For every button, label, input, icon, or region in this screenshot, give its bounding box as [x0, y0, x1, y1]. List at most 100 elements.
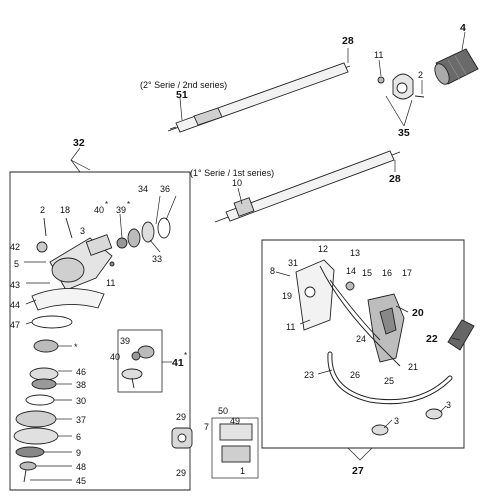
part-label: 29: [176, 412, 186, 422]
part-label: 38: [76, 380, 86, 390]
part-label: 39: [120, 336, 130, 346]
part-label: 9: [76, 448, 81, 458]
shaft-end-left: [169, 126, 177, 130]
clamp-hole: [396, 82, 408, 94]
part-label: 40: [94, 205, 104, 215]
pin-41: [131, 377, 135, 389]
part-9: [15, 446, 45, 458]
grip-22: [447, 319, 475, 351]
part-label: 48: [76, 462, 86, 472]
trigger: [379, 307, 397, 335]
part-label: *: [127, 200, 130, 209]
part-label: 28: [342, 35, 354, 47]
part-label: 25: [384, 376, 394, 386]
screw-18: [65, 217, 73, 239]
part-label: 16: [382, 268, 392, 278]
part-label: 1: [240, 466, 245, 476]
part-label: 51: [176, 89, 188, 101]
part-label: 17: [402, 268, 412, 278]
housing-neck: [85, 234, 113, 256]
part-label: 34: [138, 184, 148, 194]
part-label: 29: [176, 468, 186, 478]
handlebar-inner: [328, 352, 452, 404]
caption-1st-series: (1° Serie / 1st series): [190, 168, 274, 178]
clip-29-hole: [177, 433, 187, 443]
cable: [319, 265, 401, 367]
part-label: 11: [374, 50, 383, 60]
pin-11: [109, 261, 115, 267]
part-label: 8: [270, 266, 275, 276]
part-label: 28: [389, 173, 401, 185]
part-label: 12: [318, 244, 328, 254]
nut-42: [36, 241, 48, 253]
part-48: [19, 461, 37, 471]
part-label: 3: [446, 400, 451, 410]
bracket-32-b: [70, 159, 81, 173]
part-label: 24: [356, 334, 366, 344]
part-label: 50: [218, 406, 228, 416]
part-label: 42: [10, 242, 20, 252]
part-label: 43: [10, 280, 20, 290]
part-label: 31: [288, 258, 298, 268]
part-label: 39: [116, 205, 126, 215]
grip-end: [434, 63, 450, 85]
spindle-top: [33, 339, 59, 353]
handle-parts: [295, 259, 475, 436]
part-label: 41: [172, 357, 184, 369]
part-label: 40: [110, 352, 120, 362]
bearing-40: [116, 237, 128, 249]
part-label: 21: [408, 362, 418, 372]
part-label: 11: [286, 322, 295, 332]
part-38: [31, 378, 57, 390]
part-label: 35: [398, 127, 410, 139]
part-label: 32: [73, 137, 85, 149]
plate-hole: [304, 286, 316, 298]
shaft-band: [193, 107, 223, 126]
shaft-41: [121, 368, 143, 380]
ring-47: [31, 315, 73, 329]
connector-14: [345, 281, 355, 291]
handle-box: [261, 239, 465, 449]
gearhead-box: [9, 171, 191, 491]
parts-29-7: [171, 417, 259, 479]
bearing-34: [141, 221, 155, 243]
bolt-45: [23, 469, 27, 483]
ring-36: [157, 217, 171, 239]
part-label: 18: [60, 205, 70, 215]
part-30: [25, 394, 55, 406]
clamp-screw: [414, 95, 425, 98]
part-label: 36: [160, 184, 170, 194]
part-label: 3: [80, 226, 85, 236]
part-label: 20: [412, 307, 424, 319]
caption-2nd-series: (2° Serie / 2nd series): [140, 80, 227, 90]
part-label: *: [105, 200, 108, 209]
part-label: 19: [282, 291, 292, 301]
gear-39: [127, 228, 141, 248]
shaft-tube-1: [225, 150, 395, 222]
part-label: 7: [204, 422, 209, 432]
part-37: [15, 410, 57, 428]
gear-head-parts: [13, 217, 171, 483]
leader-lines: [24, 31, 466, 481]
part-label: 47: [10, 320, 20, 330]
part-label: 45: [76, 476, 86, 486]
part-label: 2: [418, 70, 423, 80]
part-label: 2: [40, 205, 45, 215]
bracket-32: [70, 147, 91, 171]
clamp-3b: [425, 408, 443, 420]
cable-2: [329, 279, 381, 341]
grip-ridge: [454, 55, 468, 77]
clamp-3a: [371, 424, 389, 436]
handle-plate: [295, 259, 335, 331]
part-6: [13, 427, 59, 445]
bearing-41: [131, 351, 141, 361]
part-label: 11: [106, 278, 115, 288]
part-label: 6: [76, 432, 81, 442]
drive-shaft-2nd-series: [167, 62, 351, 133]
screw-2: [43, 217, 47, 237]
box-41: [117, 329, 163, 393]
guard: [31, 288, 105, 311]
part-label: 46: [76, 367, 86, 377]
bracket-27: [347, 447, 373, 461]
